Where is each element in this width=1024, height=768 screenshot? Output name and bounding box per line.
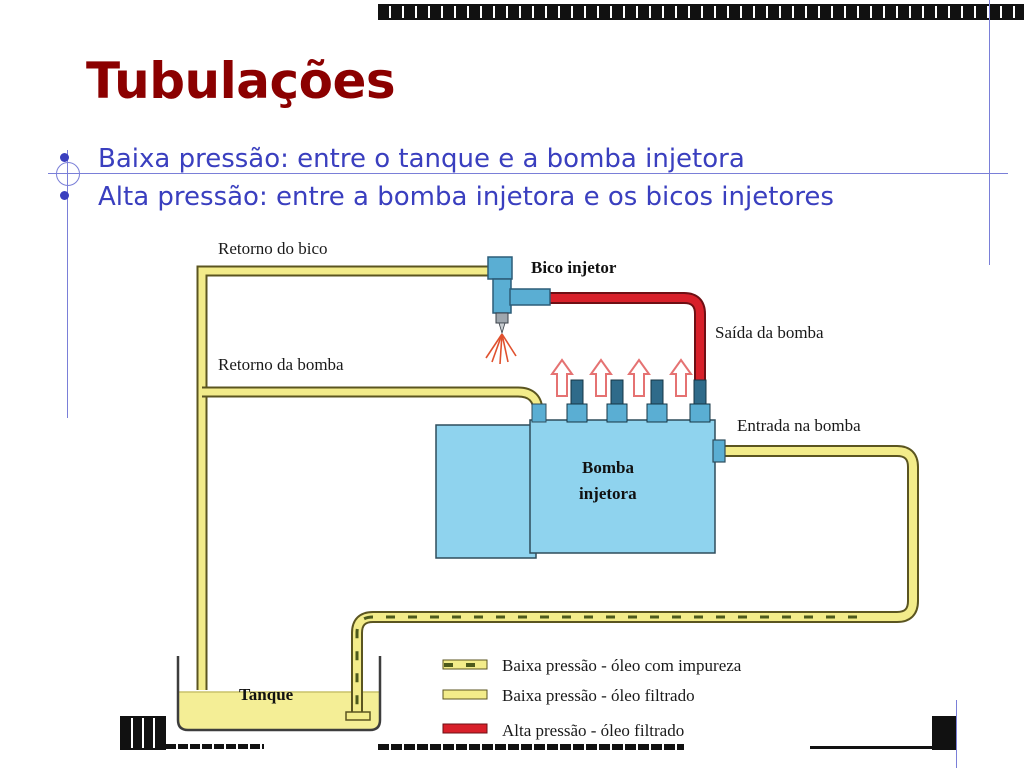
label-retorno-bomba: Retorno da bomba: [218, 355, 344, 374]
bottom-center-dash: [378, 744, 684, 750]
bottom-right-line: [810, 746, 932, 749]
bottom-vertical-line: [956, 700, 957, 768]
legend-item: Baixa pressão - óleo filtrado: [442, 686, 695, 705]
top-dash-bar: [378, 4, 1024, 20]
bullet-item: Alta pressão: entre a bomba injetora e o…: [60, 178, 834, 216]
label-entrada-bomba: Entrada na bomba: [737, 416, 861, 435]
arrow-up-icon: [550, 358, 574, 397]
return-line-pump: [202, 386, 544, 420]
delivery-valves: [566, 379, 711, 423]
bottom-right-block: [932, 716, 956, 750]
legend-item: Baixa pressão - óleo com impureza: [442, 656, 742, 675]
delivery-valve-icon: [606, 379, 628, 423]
injector-nozzle: [485, 256, 551, 365]
bullet-dot-icon: [60, 191, 69, 200]
label-retorno-bico: Retorno do bico: [218, 239, 328, 258]
legend-swatch-red: [442, 723, 488, 734]
legend-label: Alta pressão - óleo filtrado: [502, 721, 684, 740]
bullet-dot-icon: [60, 153, 69, 162]
outlet-arrows: [550, 358, 693, 397]
arrow-up-icon: [589, 358, 613, 397]
slide-title: Tubulações: [86, 52, 396, 110]
bullet-text: Alta pressão: entre a bomba injetora e o…: [98, 182, 834, 212]
legend-label: Baixa pressão - óleo filtrado: [502, 686, 695, 705]
injection-pump: [435, 403, 726, 559]
label-bomba-line2: injetora: [579, 484, 637, 503]
spray-icon: [485, 333, 517, 365]
bullet-list: Baixa pressão: entre o tanque e a bomba …: [60, 140, 834, 216]
arrow-up-icon: [627, 358, 651, 397]
delivery-valve-icon: [646, 379, 668, 423]
label-saida-bomba: Saída da bomba: [715, 323, 824, 342]
return-line-injector: [196, 265, 500, 690]
left-vertical-line: [67, 150, 68, 418]
fuel-tank: [176, 656, 382, 732]
delivery-valve-icon: [566, 379, 588, 423]
arrow-up-icon: [669, 358, 693, 397]
legend-label: Baixa pressão - óleo com impureza: [502, 656, 742, 675]
legend: Baixa pressão - óleo com impureza Baixa …: [442, 656, 742, 740]
high-pressure-line: [548, 292, 706, 406]
label-bico-injetor: Bico injetor: [531, 258, 617, 277]
delivery-valve-icon: [689, 379, 711, 423]
bullet-item: Baixa pressão: entre o tanque e a bomba …: [60, 140, 834, 178]
label-tanque: Tanque: [239, 685, 294, 704]
bottom-left-dash: [166, 744, 264, 749]
crosshair-circle: [56, 162, 80, 186]
label-bomba-line1: Bomba: [582, 458, 634, 477]
bullet-text: Baixa pressão: entre o tanque e a bomba …: [98, 144, 745, 174]
horizontal-rule: [48, 173, 1008, 174]
bottom-left-block: [120, 716, 166, 750]
supply-line-to-pump: [345, 445, 919, 721]
legend-swatch-dotted: [442, 659, 488, 670]
legend-item: Alta pressão - óleo filtrado: [442, 721, 684, 740]
right-vertical-line: [989, 0, 990, 265]
legend-swatch-yellow: [442, 689, 488, 700]
